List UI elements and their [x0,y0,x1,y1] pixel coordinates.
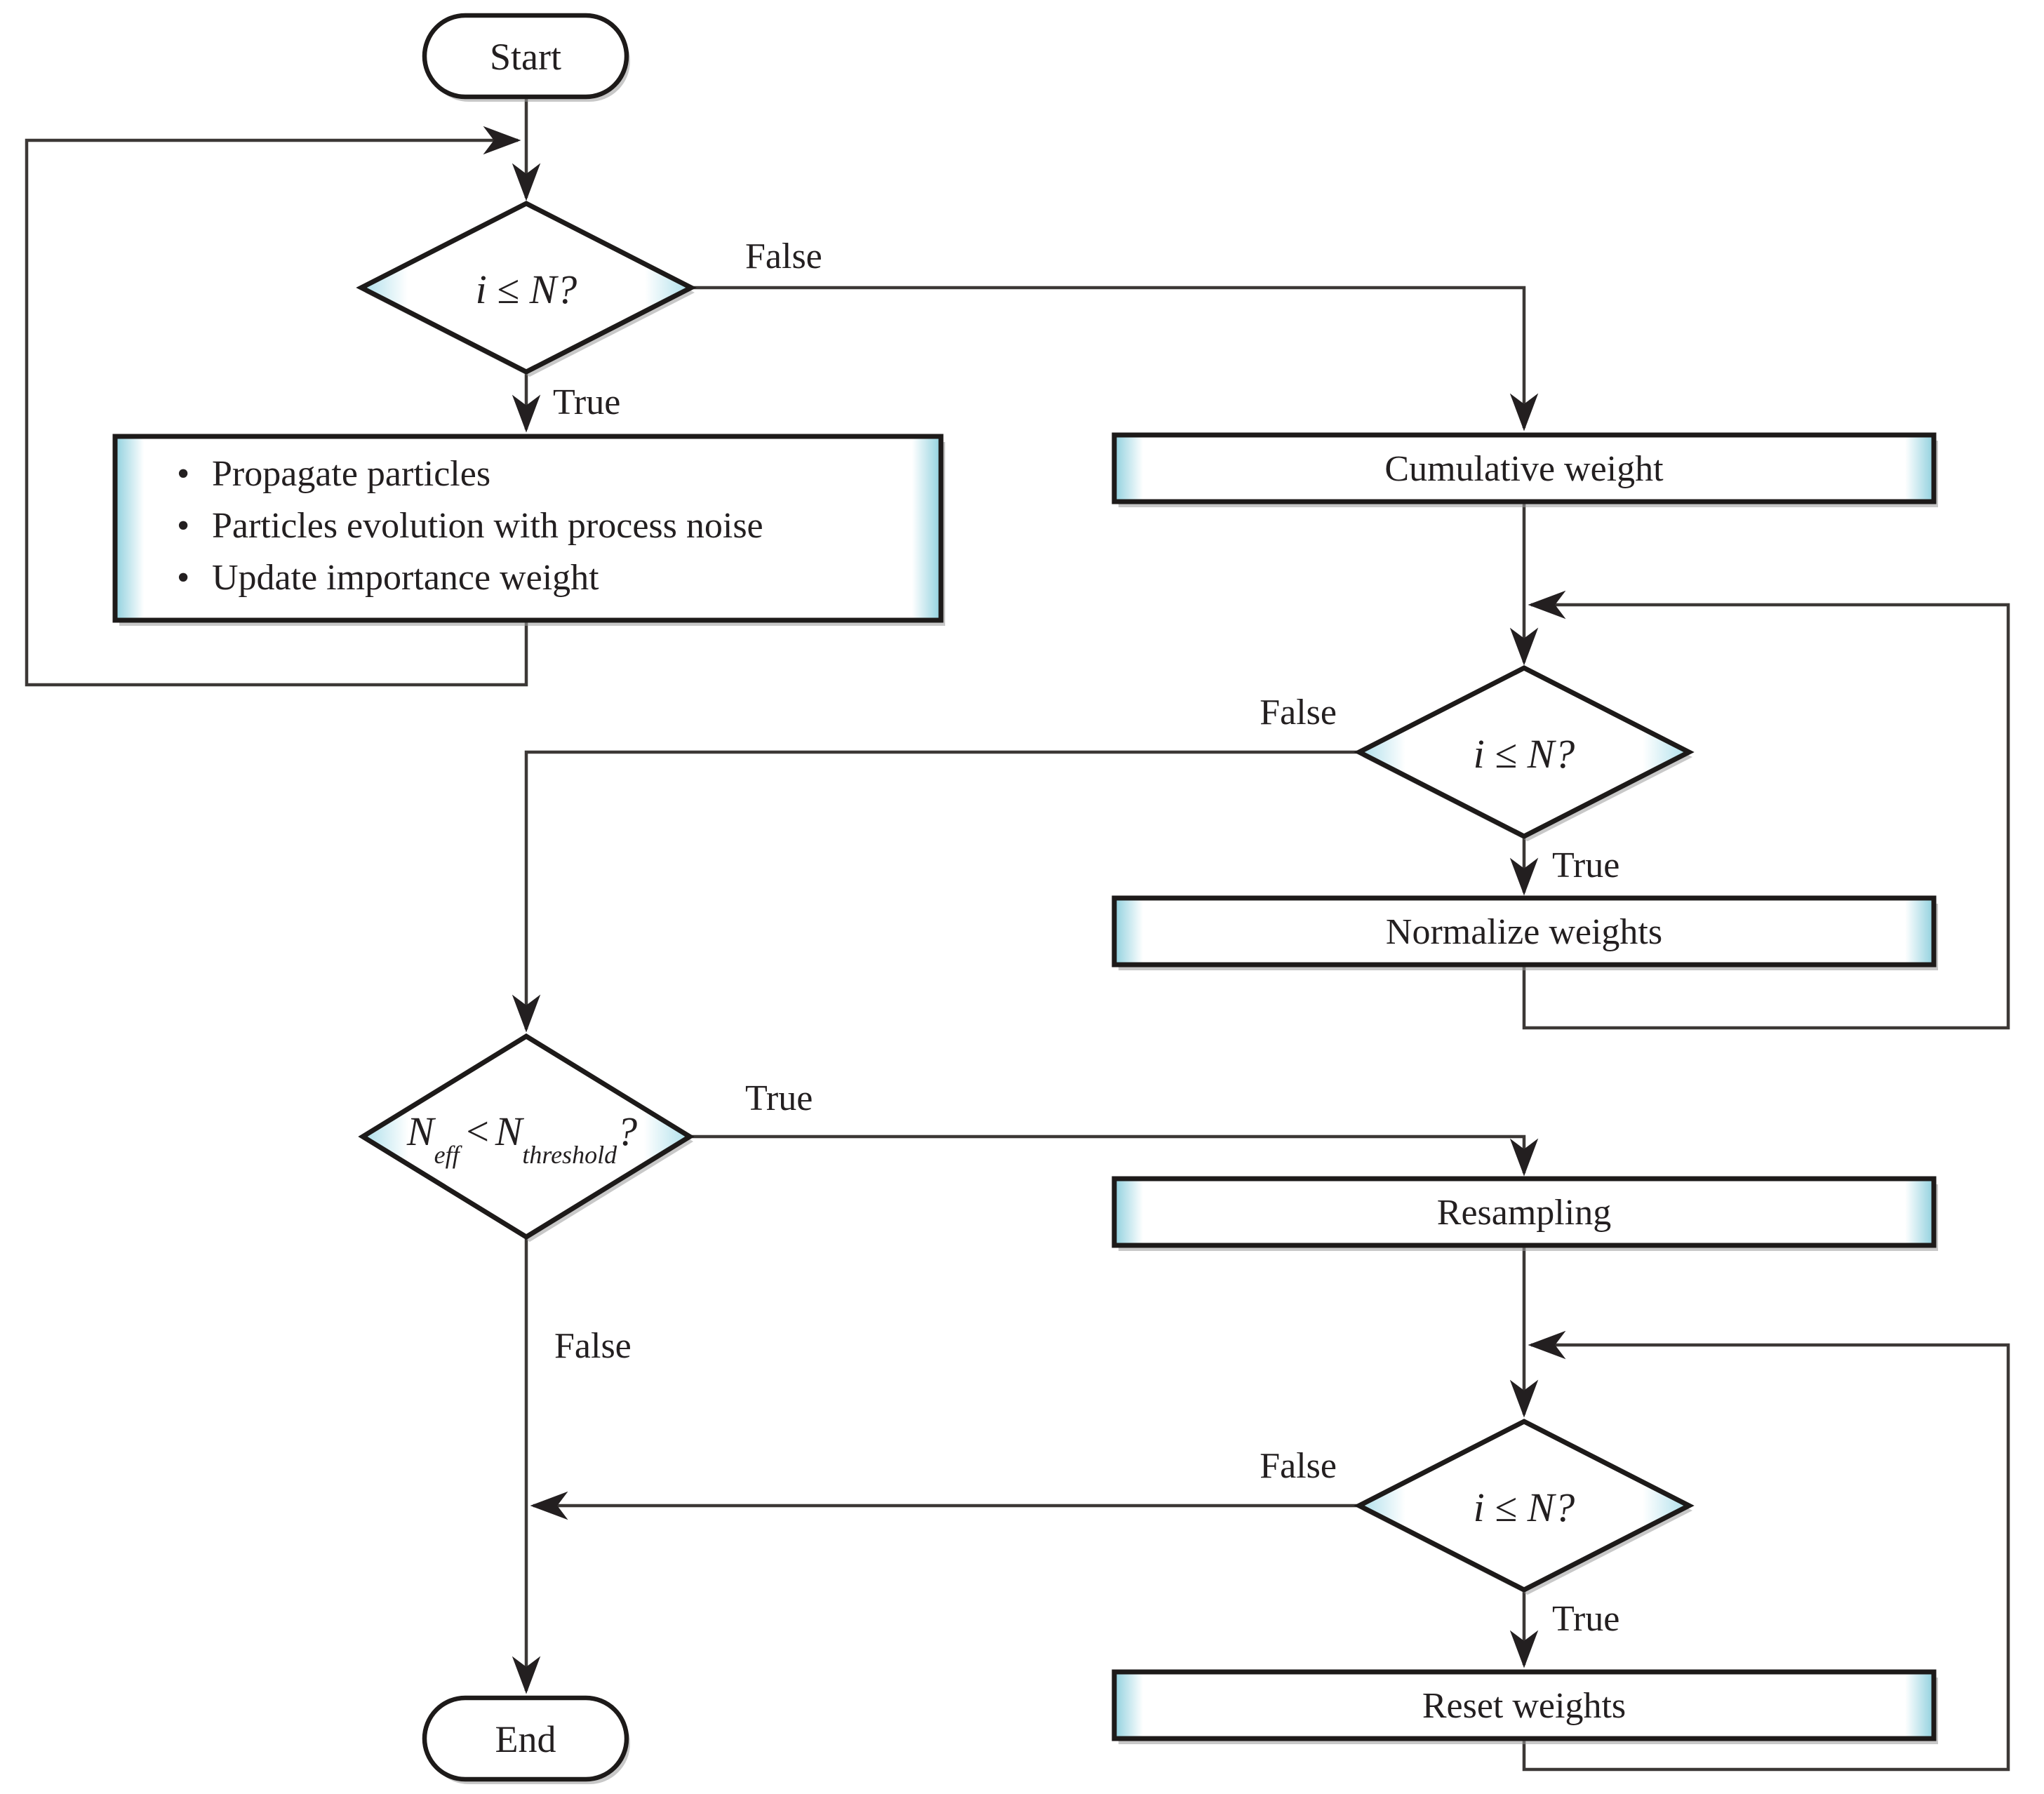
label-decision4-false: False [1260,1446,1337,1486]
edges [25,97,2010,1772]
end-node: End [422,1695,630,1784]
decision1-shape [356,201,697,375]
edge-propagate-loop-back [25,126,528,687]
decision4-label: i ≤ N? [1474,1485,1575,1530]
label-decision4-true: True [1552,1599,1619,1639]
propagate-item-2: •Particles evolution with process noise [177,506,763,546]
edge-decision2-false [512,750,1359,1033]
edge-decision1-false [691,286,1539,431]
edge-labels: False True False True True False False T… [553,236,1619,1639]
label-decision2-false: False [1260,692,1337,732]
cumulative-weight-node: Cumulative weight [1111,432,1938,507]
threshold-decision-label: Neff<Nthreshold? [406,1109,637,1169]
decision2-label: i ≤ N? [1474,731,1575,777]
decision2-node: i ≤ N? [1354,665,1695,841]
normalize-weights-node: Normalize weights [1111,895,1938,970]
resampling-shape [1111,1176,1937,1248]
edge-normalize-loop-back [1522,590,2010,1030]
label-decision1-false: False [745,236,822,276]
propagate-item-3: •Update importance weight [177,558,599,598]
propagate-box-shape [112,434,944,623]
label-threshold-false: False [554,1326,632,1366]
end-node-label: End [495,1718,556,1760]
normalize-weights-shape [1111,895,1937,968]
label-decision2-true: True [1552,845,1619,885]
decision1-node: i ≤ N? [356,201,697,377]
resampling-node: Resampling [1111,1176,1938,1251]
propagate-item-1: •Propagate particles [177,454,490,494]
end-node-shape [422,1695,629,1782]
edge-reset-loop-back [1522,1330,2010,1772]
threshold-decision-node: Neff<Nthreshold? [358,1033,695,1242]
start-node-shape [422,13,629,100]
start-node-label: Start [490,36,561,78]
cumulative-weight-label: Cumulative weight [1384,449,1664,489]
reset-weights-label: Reset weights [1422,1686,1626,1726]
decision4-node: i ≤ N? [1354,1419,1695,1595]
bullet-icon: • [177,506,189,546]
reset-weights-shape [1111,1669,1937,1741]
label-decision1-true: True [553,382,620,422]
decision4-shape [1354,1419,1695,1593]
propagate-box-node: •Propagate particles •Particles evolutio… [112,434,945,626]
normalize-weights-label: Normalize weights [1386,912,1662,952]
decision2-shape [1354,665,1695,839]
reset-weights-node: Reset weights [1111,1669,1938,1744]
bullet-icon: • [177,454,189,494]
decision1-label: i ≤ N? [476,267,577,312]
bullet-icon: • [177,558,189,598]
label-threshold-true: True [745,1078,813,1118]
cumulative-weight-shape [1111,432,1937,504]
start-node: Start [422,13,630,102]
resampling-label: Resampling [1437,1193,1611,1233]
threshold-decision-shape [358,1033,695,1240]
edge-threshold-true [690,1134,1539,1177]
